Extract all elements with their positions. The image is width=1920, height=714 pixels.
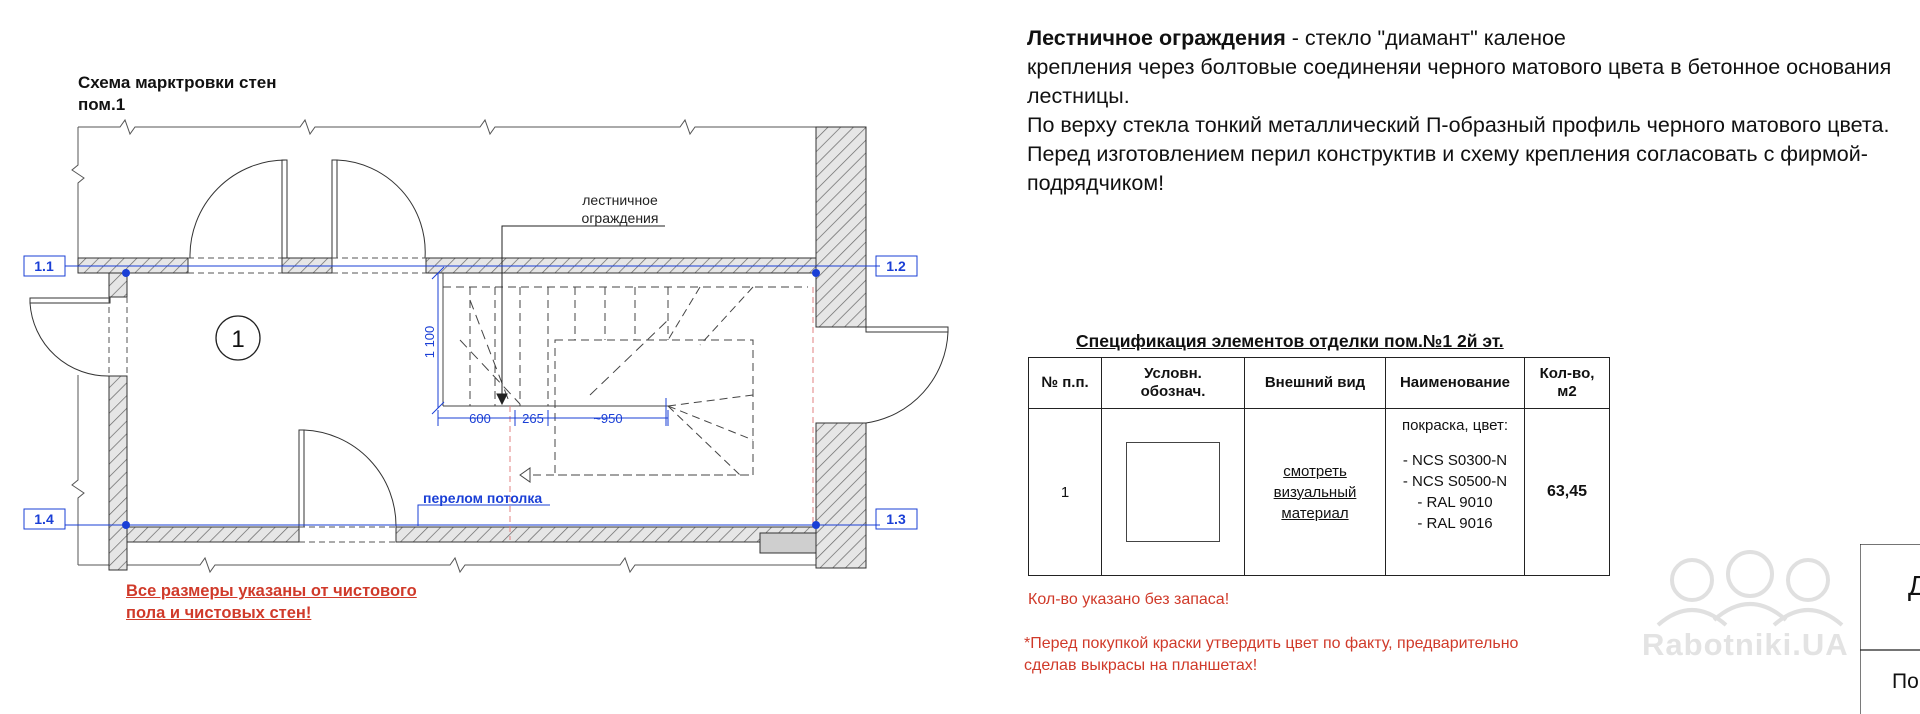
- header-qty: Кол-во,м2: [1524, 357, 1610, 409]
- look-line3: материал: [1281, 504, 1349, 522]
- visual-material-link[interactable]: смотреть визуальный материал: [1274, 461, 1357, 524]
- break-lines: [71, 118, 818, 574]
- warning-line1: Все размеры указаны от чистового: [126, 582, 417, 600]
- dim-950: ~950: [593, 411, 622, 426]
- header-symbol-2: обознач.: [1140, 383, 1206, 400]
- header-symbol: Условн.обознач.: [1101, 357, 1245, 409]
- title-block-label-2: По: [1892, 670, 1919, 693]
- header-look: Внешний вид: [1244, 357, 1386, 409]
- warning-line2: пола и чистовых стен!: [126, 604, 312, 622]
- row-look: смотреть визуальный материал: [1244, 408, 1386, 576]
- note-paint: *Перед покупкой краски утвердить цвет по…: [1024, 633, 1518, 677]
- name-head: покраска, цвет:: [1401, 417, 1509, 434]
- title-block-corner: [1860, 544, 1920, 714]
- color-3: - RAL 9010: [1417, 494, 1493, 511]
- openings: [108, 257, 426, 543]
- dim-265: 265: [522, 411, 544, 426]
- symbol-swatch: [1126, 442, 1220, 542]
- description-line2: крепления через болтовые соединеняи черн…: [1027, 55, 1892, 108]
- axis-1-1: 1.1: [34, 258, 54, 274]
- railing-description: Лестничное ограждения - стекло "диамант"…: [1027, 24, 1907, 198]
- watermark-logo: [1656, 550, 1844, 627]
- color-2: - NCS S0500-N: [1402, 473, 1508, 490]
- axis-1-2: 1.2: [886, 258, 906, 274]
- description-line4: Перед изготовлением перил конструктив и …: [1027, 142, 1868, 195]
- plan-title: Схема марктровки стен пом.1: [78, 72, 277, 116]
- description-heading: Лестничное ограждения: [1027, 26, 1286, 50]
- ceiling-break-label: перелом потолка: [423, 490, 542, 506]
- plan-title-line1: Схема марктровки стен: [78, 73, 277, 92]
- row-num: 1: [1028, 408, 1102, 576]
- spec-title: Спецификация элементов отделки пом.№1 2й…: [1076, 331, 1504, 351]
- room-marker: [215, 315, 261, 361]
- axis-1-4: 1.4: [34, 511, 54, 527]
- axis-lines: [23, 255, 918, 530]
- railing-label-2: ограждения: [582, 210, 659, 226]
- look-line2: визуальный: [1273, 483, 1357, 501]
- spec-table: № п.п. Условн.обознач. Внешний вид Наиме…: [1028, 357, 1610, 576]
- doors: [29, 159, 949, 528]
- title-block-label-1: Д: [1908, 570, 1920, 601]
- row-qty: 63,45: [1524, 408, 1610, 576]
- dim-600: 600: [469, 411, 491, 426]
- header-symbol-1: Условн.: [1144, 365, 1202, 382]
- description-line3: По верху стекла тонкий металлический П-о…: [1027, 113, 1890, 137]
- dimensions: [431, 266, 669, 426]
- header-qty-2: м2: [1557, 383, 1577, 400]
- floor-plan: лестничное ограждения 1 100 600 265 ~950…: [23, 118, 949, 574]
- color-1: - NCS S0300-N: [1402, 452, 1508, 469]
- description-heading-line: Лестничное ограждения - стекло "диамант"…: [1027, 24, 1907, 53]
- note-paint-line1: *Перед покупкой краски утвердить цвет по…: [1024, 635, 1519, 652]
- watermark-text: Rabotniki.UA: [1642, 627, 1849, 662]
- note-no-reserve: Кол-во указано без запаса!: [1028, 591, 1230, 608]
- header-name: Наименование: [1385, 357, 1525, 409]
- row-symbol: [1101, 408, 1245, 576]
- dim-height: 1 100: [422, 326, 437, 359]
- ceiling-break: [417, 504, 550, 526]
- railing-leader: [496, 225, 665, 406]
- stair: [442, 273, 814, 540]
- color-list: покраска, цвет: - NCS S0300-N - NCS S050…: [1388, 415, 1522, 534]
- header-qty-1: Кол-во,: [1539, 365, 1595, 382]
- room-number: 1: [231, 326, 244, 353]
- table-row: 1 смотреть визуальный материал покраска,…: [1028, 408, 1610, 576]
- axis-points: [122, 269, 820, 529]
- note-paint-line2: сделав выкрасы на планшетах!: [1024, 657, 1258, 674]
- plan-title-line2: пом.1: [78, 95, 126, 114]
- header-num: № п.п.: [1028, 357, 1102, 409]
- description-heading-rest: - стекло "диамант" каленое: [1285, 26, 1566, 50]
- color-4: - RAL 9016: [1417, 515, 1493, 532]
- dimensions-warning: Все размеры указаны от чистового пола и …: [126, 580, 417, 624]
- spec-header-row: № п.п. Условн.обознач. Внешний вид Наиме…: [1028, 357, 1610, 409]
- railing-label: лестничное: [582, 192, 658, 208]
- axis-1-3: 1.3: [886, 511, 906, 527]
- row-name: покраска, цвет: - NCS S0300-N - NCS S050…: [1385, 408, 1525, 576]
- look-line1: смотреть: [1283, 462, 1347, 480]
